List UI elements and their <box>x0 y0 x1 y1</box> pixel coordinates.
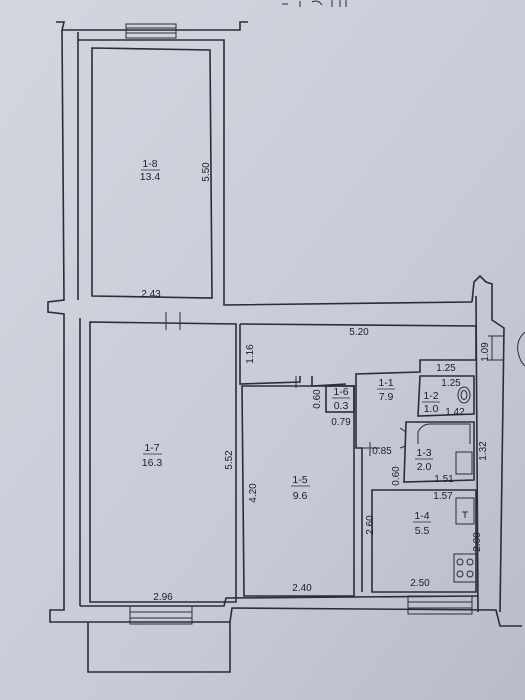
dimension: 0.79 <box>331 417 351 428</box>
room-area: 2.0 <box>417 461 432 473</box>
room-1-4 <box>371 489 477 593</box>
dimension: 1.16 <box>245 344 256 364</box>
dimension: 2.50 <box>410 578 430 589</box>
outer-walls <box>47 21 522 673</box>
room-1-2 <box>417 375 475 417</box>
room-labels: 1-8 13.4 1-7 16.3 1-5 9.6 1-6 0.3 1-1 7.… <box>140 158 440 537</box>
room-1-7 <box>89 321 237 603</box>
dimension: 1.09 <box>480 342 491 362</box>
room-area: 9.6 <box>293 490 308 502</box>
dimension: 1.32 <box>478 441 489 461</box>
room-id: 1-1 <box>378 377 393 389</box>
windows <box>125 23 504 625</box>
room-id: 1-4 <box>414 510 429 522</box>
kitchen-sink-icon <box>455 497 475 525</box>
dimension: 2.40 <box>292 583 312 594</box>
toilet-icon <box>457 386 471 404</box>
room-area: 5.5 <box>415 525 430 537</box>
room-id: 1-3 <box>416 447 431 459</box>
dimension: 1.42 <box>445 407 465 418</box>
dimension: 2.00 <box>472 532 483 552</box>
room-id: 1-2 <box>423 390 438 402</box>
dimension: 5.52 <box>224 450 235 470</box>
bathtub-icon <box>417 423 471 444</box>
dimension: 2.43 <box>141 289 161 300</box>
room-1-6 <box>325 385 355 413</box>
room-area: 7.9 <box>379 391 394 403</box>
sink-icon <box>455 451 473 475</box>
dimension: 5.50 <box>201 162 212 182</box>
door-1-7 <box>165 312 181 330</box>
dimension: 0.60 <box>391 466 402 486</box>
dimension: 1.51 <box>434 474 454 485</box>
dimension: 1.57 <box>433 491 453 502</box>
stove-icon <box>453 553 477 583</box>
dimension: 1.25 <box>436 363 456 374</box>
dimension: 2.96 <box>153 592 173 603</box>
dimension: 2.60 <box>365 515 376 535</box>
room-1-3 <box>403 421 475 483</box>
dimension: 1.25 <box>441 378 461 389</box>
page-edge-mark <box>517 331 525 367</box>
dimension: 4.20 <box>248 483 259 503</box>
room-id: 1-6 <box>333 386 348 398</box>
dimension: 5.20 <box>349 327 369 338</box>
room-area: 1.0 <box>424 403 439 415</box>
room-id: 1-5 <box>292 474 307 486</box>
room-id: 1-7 <box>144 442 159 454</box>
dimension: 0.85 <box>372 446 392 457</box>
interior-doors <box>295 376 380 456</box>
dimension: 0.60 <box>312 389 323 409</box>
room-area: 0.3 <box>334 400 349 412</box>
header-scribble <box>282 0 347 7</box>
room-1-5 <box>241 385 355 597</box>
room-1-8 <box>91 47 213 299</box>
dimension-labels: 5.50 2.43 5.20 1.09 1.16 1.25 1.25 1.42 … <box>141 162 491 603</box>
room-area: 13.4 <box>140 171 161 183</box>
room-id: 1-8 <box>142 158 157 170</box>
room-area: 16.3 <box>142 457 163 469</box>
